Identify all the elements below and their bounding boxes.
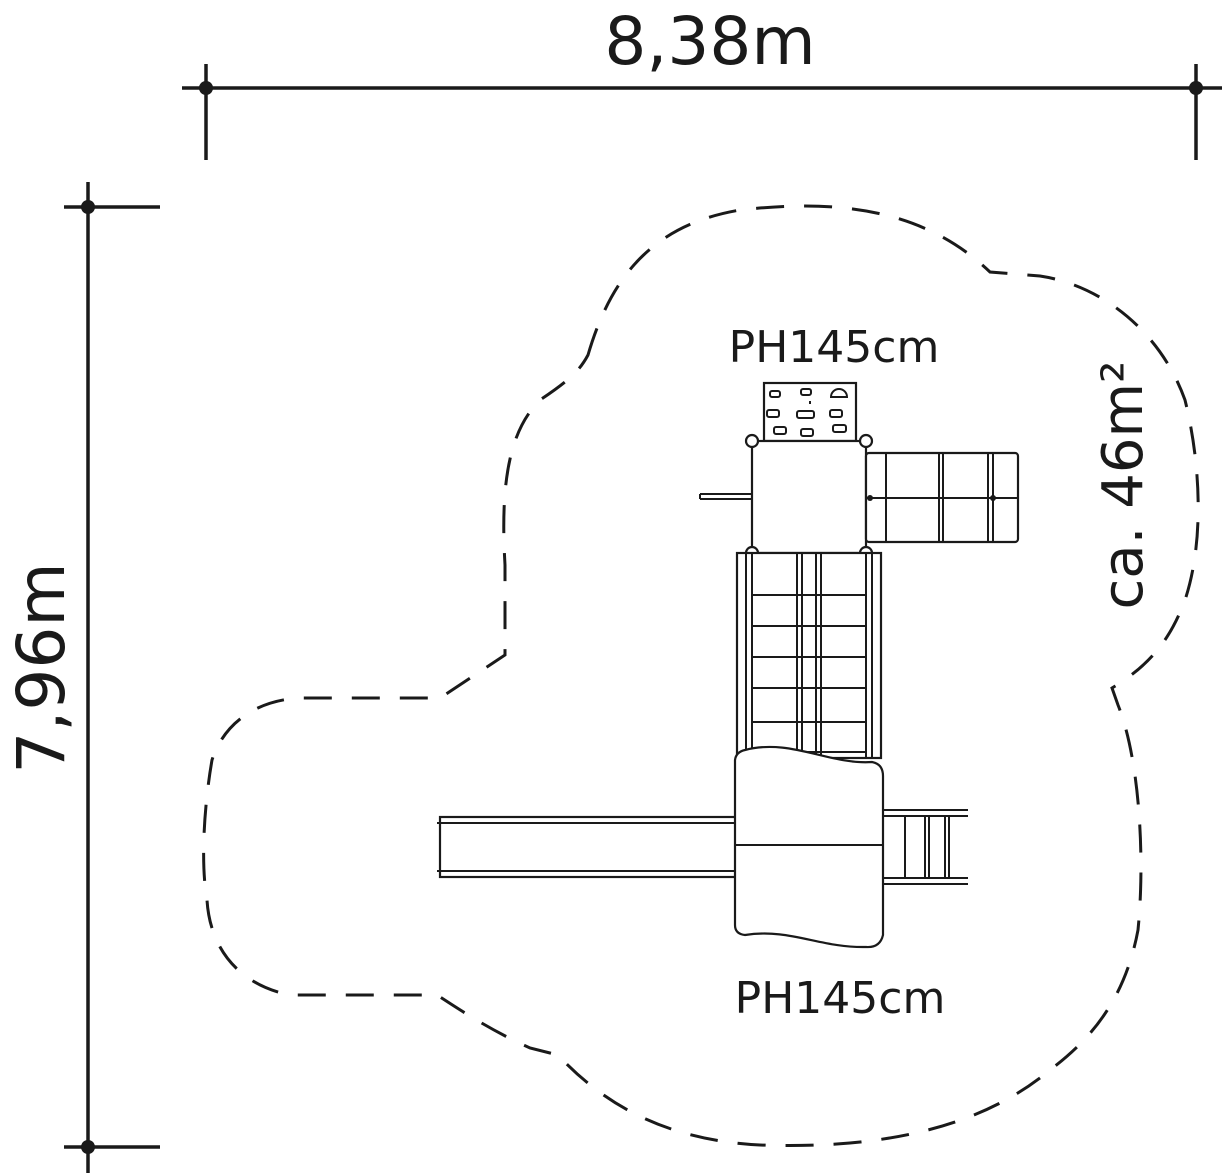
lower-platform [733, 745, 885, 949]
width-dimension: 8,38m [182, 3, 1222, 160]
side-net [864, 451, 1020, 544]
height-dimension: 7,96m [3, 182, 160, 1173]
connecting-bridge [735, 551, 883, 760]
height-label: 7,96m [3, 562, 80, 773]
area-label: ca. 46m² [1091, 361, 1156, 610]
upper-platform [699, 433, 874, 561]
safety-area-outline [202, 204, 1200, 1148]
climbing-wall [762, 381, 858, 443]
slide [437, 815, 738, 879]
width-label: 8,38m [604, 3, 815, 80]
bottom-platform-height-label: PH145cm [735, 973, 946, 1024]
top-platform-height-label: PH145cm [729, 322, 940, 373]
ladder [882, 809, 968, 885]
